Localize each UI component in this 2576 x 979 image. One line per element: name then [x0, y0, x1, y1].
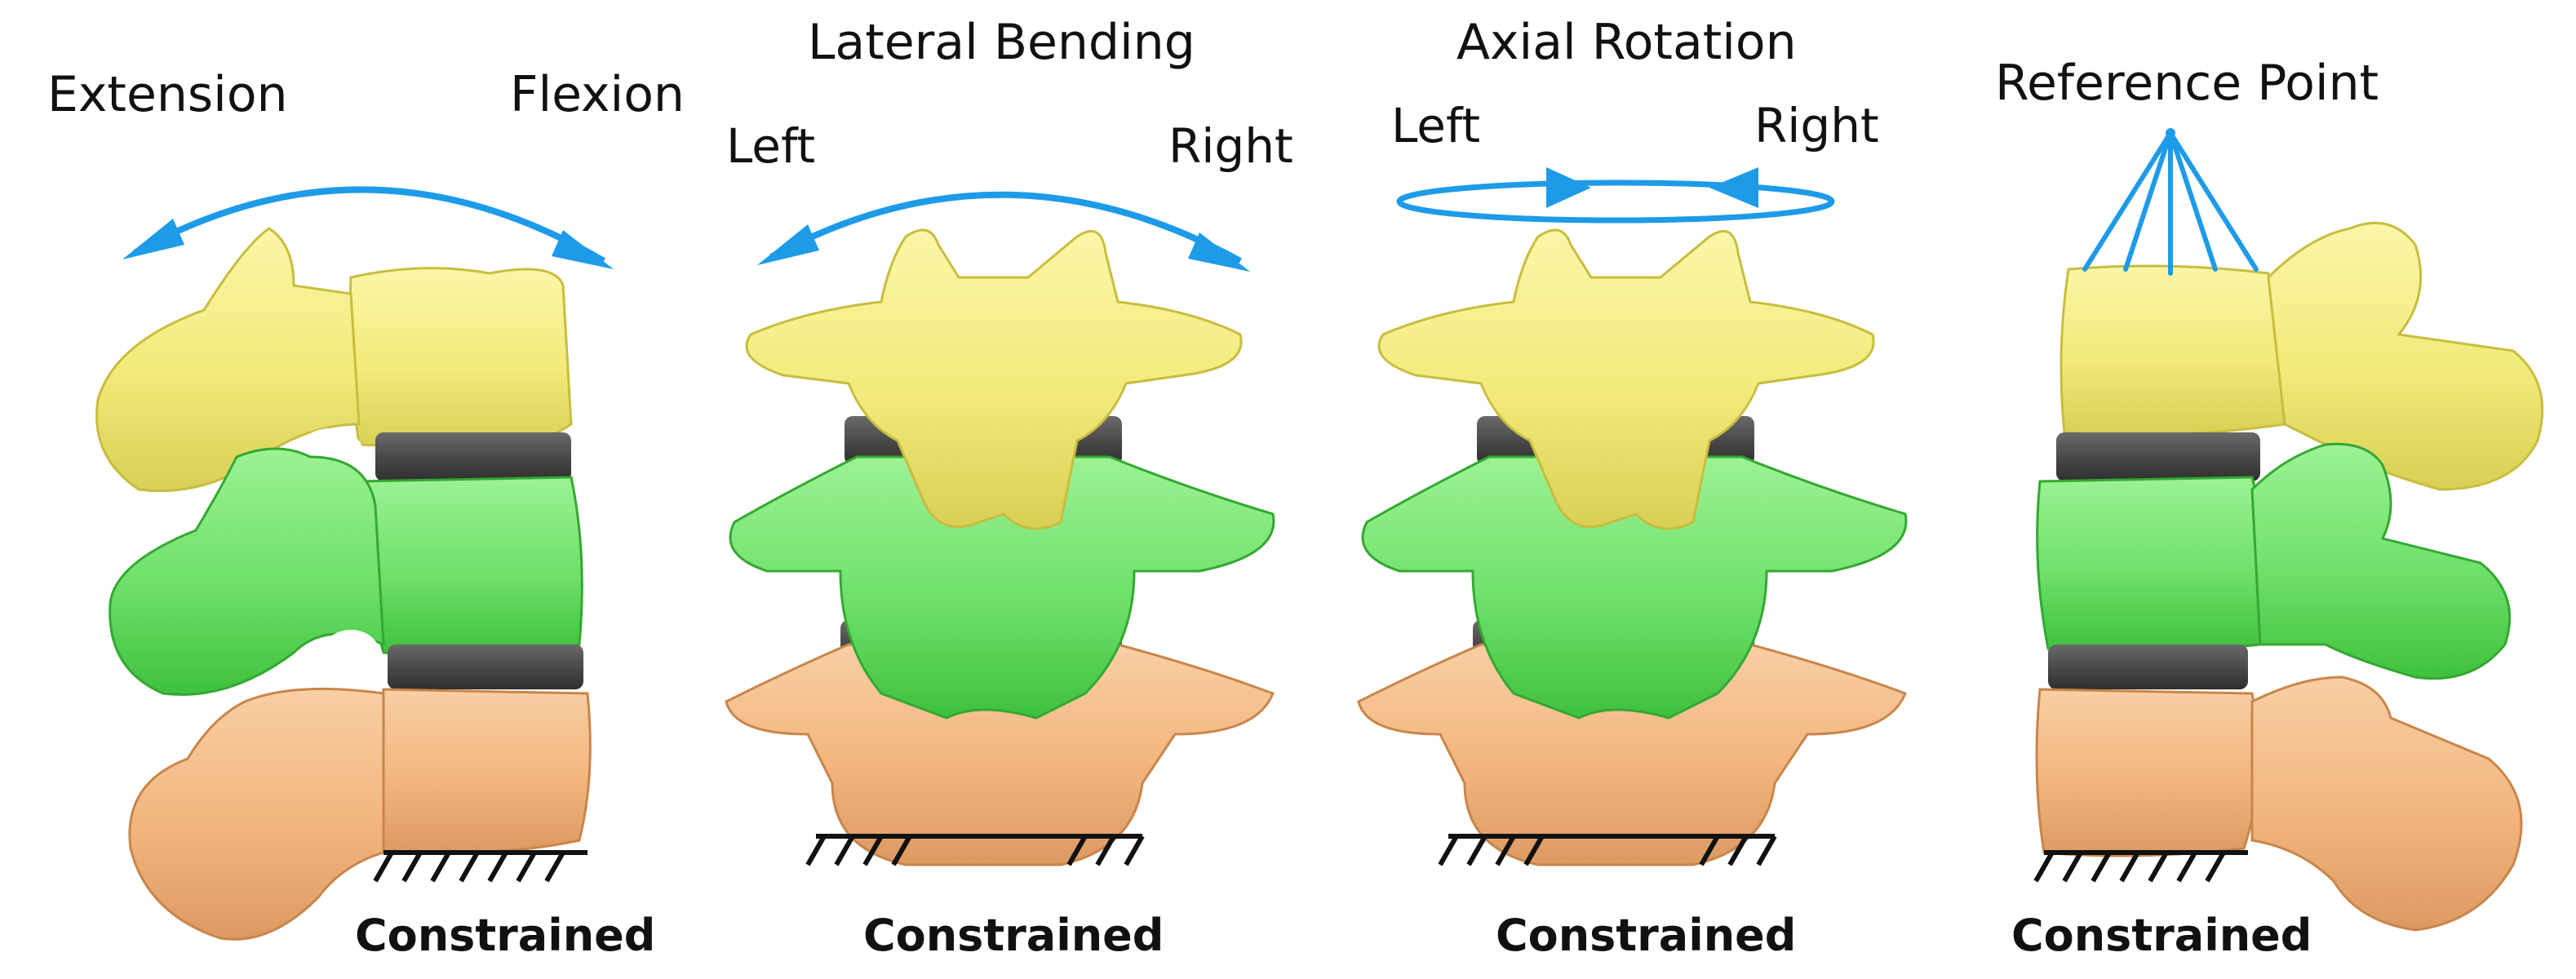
- flexion-arrowhead: [552, 230, 614, 269]
- upper-disc: [375, 432, 571, 481]
- upper-vertebra: [95, 227, 573, 493]
- upper-vertebra: [2059, 221, 2544, 491]
- lower-vertebra: [128, 687, 592, 941]
- lower-vertebra: [2035, 676, 2523, 932]
- right-label: Right: [1754, 98, 1879, 153]
- lower-disc: [388, 645, 583, 689]
- constraint-hatch: [805, 834, 1145, 866]
- left-arrowhead: [757, 224, 819, 265]
- middle-vertebra: [2036, 442, 2512, 680]
- left-rotation-arrowhead: [1546, 167, 1591, 208]
- upper-vertebra: [745, 228, 1243, 530]
- reference-point-title: Reference Point: [1995, 55, 2379, 112]
- left-label: Left: [726, 118, 816, 174]
- panel-axial-rotation: [1357, 167, 1908, 866]
- axial-rotation-title: Axial Rotation: [1456, 14, 1797, 71]
- lower-vertebra: [1357, 643, 1907, 866]
- panel-lateral-bending: [725, 191, 1275, 866]
- constraint-hatch: [1438, 834, 1777, 866]
- extension-arrowhead: [122, 219, 184, 259]
- panel-flexion-extension: [95, 186, 614, 941]
- constraint-hatch: [2033, 850, 2248, 883]
- constrained-label: Constrained: [2011, 910, 2312, 961]
- middle-vertebra: [1361, 455, 1908, 720]
- lateral-bending-arrow: [769, 191, 1242, 264]
- lateral-bending-title: Lateral Bending: [808, 14, 1195, 71]
- lower-vertebra: [725, 643, 1275, 866]
- lower-disc: [2048, 645, 2248, 689]
- right-arrowhead: [1188, 233, 1250, 272]
- constrained-label: Constrained: [1496, 910, 1797, 961]
- reference-point-marker: [2166, 128, 2175, 138]
- flexion-label: Flexion: [510, 66, 685, 123]
- middle-vertebra: [729, 455, 1275, 720]
- upper-vertebra: [1377, 228, 1875, 530]
- constraint-hatch: [373, 850, 587, 883]
- axial-rotation-ellipse: [1396, 179, 1835, 224]
- right-rotation-arrowhead: [1709, 167, 1758, 208]
- upper-disc: [2056, 432, 2260, 481]
- constrained-label: Constrained: [355, 910, 656, 961]
- flexion-extension-arrow: [133, 186, 606, 264]
- panel-reference-point: [2033, 128, 2544, 932]
- left-label: Left: [1391, 98, 1481, 153]
- reference-point-rays: [2082, 131, 2259, 276]
- right-label: Right: [1168, 118, 1293, 174]
- extension-label: Extension: [47, 66, 288, 123]
- constrained-label: Constrained: [863, 910, 1164, 961]
